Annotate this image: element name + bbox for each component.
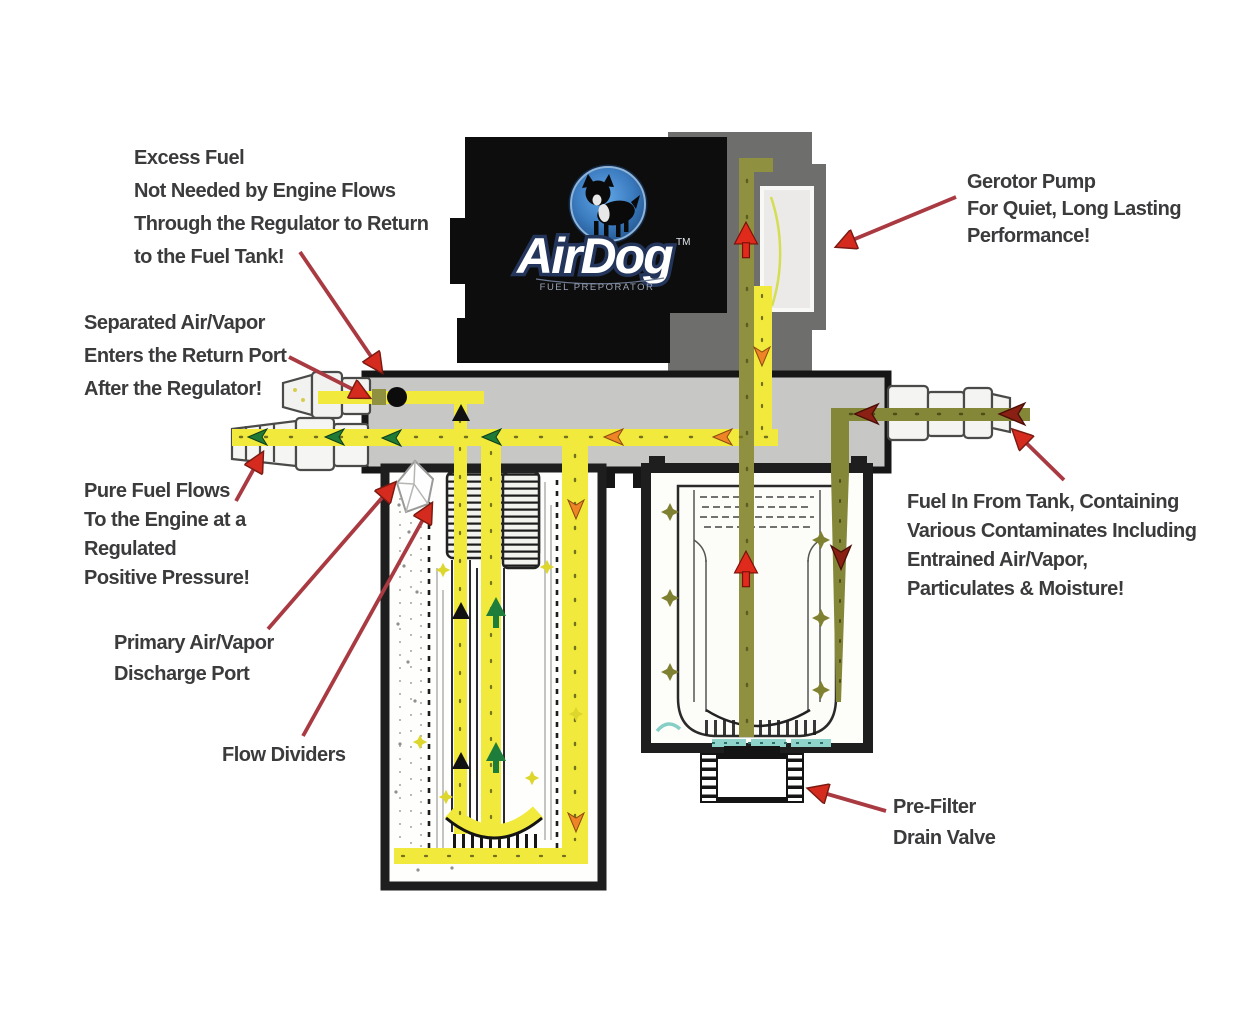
air-vapor-channel — [399, 482, 422, 860]
drain-valve — [700, 746, 804, 803]
label-line: After the Regulator! — [84, 378, 262, 400]
inlet-taper — [831, 472, 849, 702]
fuel-lines — [232, 158, 1030, 864]
arrow-pure-fuel — [234, 454, 262, 502]
label-prefilter-drain: Pre-Filter Drain Valve — [893, 792, 996, 854]
label-flow-dividers: Flow Dividers — [222, 744, 346, 767]
inner-canister — [676, 484, 838, 738]
manifold — [361, 370, 892, 488]
arrow-primary-discharge — [266, 484, 394, 631]
arrow-excess-fuel — [298, 250, 381, 371]
column-walls — [451, 560, 505, 832]
label-line: Discharge Port — [114, 663, 250, 685]
label-line: Gerotor Pump — [967, 171, 1096, 193]
airdog-logo: AirDog TM FUEL PREPORATOR — [512, 164, 690, 293]
annotation-arrows — [234, 195, 1066, 813]
teal-strips — [712, 739, 831, 747]
pre-filter — [641, 456, 873, 753]
dashed-dividers — [427, 480, 559, 858]
return-port — [387, 387, 407, 407]
label-line: Excess Fuel — [134, 147, 245, 169]
arrow-fuel-in — [1014, 431, 1066, 482]
label-fuel-in: Fuel In From Tank, Containing Various Co… — [907, 488, 1197, 604]
dog-icon — [582, 174, 640, 237]
label-line: Flow Dividers — [222, 744, 346, 766]
canister-walls — [693, 490, 821, 712]
label-excess-fuel: Excess Fuel Not Needed by Engine Flows T… — [134, 142, 429, 274]
label-line: Regulated — [84, 538, 177, 560]
label-line: Positive Pressure! — [84, 567, 250, 589]
label-line: Pre-Filter — [893, 796, 976, 818]
label-line: Pure Fuel Flows — [84, 480, 230, 502]
label-pure-fuel: Pure Fuel Flows To the Engine at a Regul… — [84, 477, 250, 593]
label-line: Drain Valve — [893, 827, 996, 849]
label-line: to the Fuel Tank! — [134, 246, 285, 268]
label-line: Entrained Air/Vapor, — [907, 549, 1088, 571]
label-primary-discharge: Primary Air/Vapor Discharge Port — [114, 628, 274, 690]
bottom-media — [700, 720, 816, 735]
arrow-gerotor-pump — [838, 195, 957, 246]
logo-tagline: FUEL PREPORATOR — [540, 282, 655, 293]
label-line: Not Needed by Engine Flows — [134, 180, 396, 202]
filter-bottom-line — [394, 848, 588, 864]
arrow-flow-dividers — [301, 505, 431, 737]
thread-sketch — [700, 496, 814, 528]
label-gerotor-pump: Gerotor Pump For Quiet, Long Lasting Per… — [967, 169, 1182, 250]
label-separated-air-vapor: Separated Air/Vapor Enters the Return Po… — [84, 307, 287, 406]
arrow-separated-air-vapor — [288, 355, 368, 397]
label-line: Fuel In From Tank, Containing — [907, 491, 1179, 513]
controller-box: AirDog TM FUEL PREPORATOR — [450, 137, 727, 363]
arrow-prefilter-drain — [810, 789, 887, 813]
label-line: Various Contaminates Including — [907, 520, 1197, 542]
label-line: Primary Air/Vapor — [114, 632, 274, 654]
label-line: Performance! — [967, 225, 1090, 247]
logo-tm: TM — [676, 237, 690, 248]
label-line: For Quiet, Long Lasting — [967, 198, 1182, 220]
suction-riser — [739, 165, 754, 737]
label-line: To the Engine at a — [84, 509, 246, 531]
teal-mark — [655, 722, 682, 733]
label-line: Separated Air/Vapor — [84, 312, 265, 334]
label-line: Particulates & Moisture! — [907, 578, 1124, 600]
flow-divider-walls — [436, 482, 552, 848]
label-line: Through the Regulator to Return — [134, 213, 429, 235]
main-fuel-line — [232, 429, 778, 446]
logo-wordmark: AirDog — [515, 228, 673, 284]
label-line: Enters the Return Port — [84, 345, 287, 367]
